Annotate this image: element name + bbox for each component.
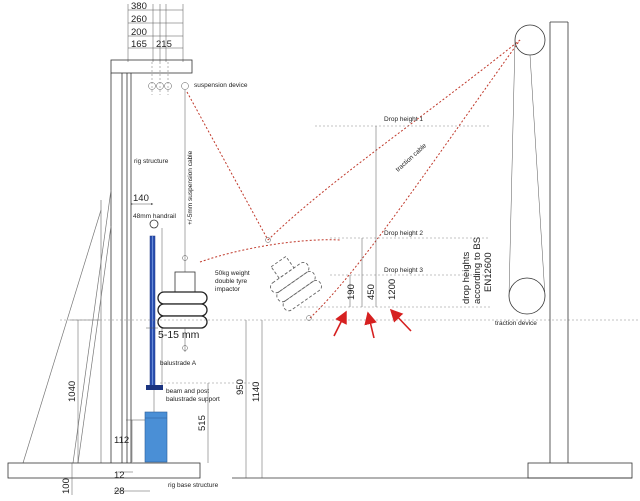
top-dimension-chain: 380 260 200 165 215: [127, 1, 184, 62]
label-rig-base: rig base structure: [168, 482, 219, 489]
beam-post-support: [144, 385, 168, 463]
label-rig-structure: rig structure: [134, 158, 169, 165]
label-handrail: 48mm handrail: [133, 213, 177, 220]
dim-215: 215: [156, 39, 172, 50]
tyre-impactor: [157, 255, 208, 352]
label-gap: 5-15 mm: [158, 329, 200, 341]
swing-path: [186, 91, 269, 241]
traction-cable-path: [309, 39, 521, 319]
label-drop-note-1: drop heights: [461, 251, 472, 304]
label-suspension-device: suspension device: [194, 82, 248, 89]
label-traction-device: traction device: [495, 320, 537, 327]
label-impactor-2: double tyre: [215, 278, 248, 285]
dim-140: 140: [133, 193, 149, 204]
red-arrow-3: [389, 308, 412, 332]
dim-1140: 1140: [251, 382, 262, 402]
dim-100: 100: [61, 478, 72, 494]
traction-structure: [508, 21, 569, 463]
label-impactor-1: 50kg weight: [215, 270, 250, 277]
impactor-swing-ghost: [270, 255, 322, 312]
dim-190: 190: [346, 284, 357, 300]
label-balustrade: balustrade A: [160, 360, 197, 367]
red-arrow-1: [333, 310, 347, 337]
dim-112: 112: [114, 435, 129, 446]
label-traction-cable: traction cable: [395, 142, 429, 173]
rig-structure: [22, 59, 193, 464]
dim-200: 200: [131, 27, 147, 38]
dim-1200: 1200: [387, 279, 398, 300]
dim-450: 450: [366, 284, 377, 300]
dim-950: 950: [235, 379, 246, 395]
label-beam-post-2: balustrade support: [166, 396, 220, 403]
dim-165: 165: [131, 39, 147, 50]
dim-1040: 1040: [67, 381, 78, 402]
label-drop-height-1: Drop height 1: [384, 116, 423, 123]
label-beam-post-1: beam and post: [166, 388, 209, 395]
rig-base-structure: [7, 462, 633, 479]
dim-380: 380: [131, 1, 147, 12]
label-drop-note-3: EN12600: [483, 252, 494, 292]
label-impactor-3: impactor: [215, 286, 241, 293]
red-arrow-2: [364, 311, 377, 339]
label-drop-note-2: according to BS: [472, 237, 483, 304]
dim-260: 260: [131, 14, 147, 25]
dim-515: 515: [197, 415, 208, 431]
dim-28: 28: [114, 486, 125, 497]
dim-12: 12: [114, 470, 125, 481]
swing-arc: [199, 239, 341, 263]
label-drop-height-3: Drop height 3: [384, 267, 423, 274]
label-suspension-cable: +/-5mm suspension cable: [187, 150, 194, 225]
label-drop-height-2: Drop height 2: [384, 230, 423, 237]
